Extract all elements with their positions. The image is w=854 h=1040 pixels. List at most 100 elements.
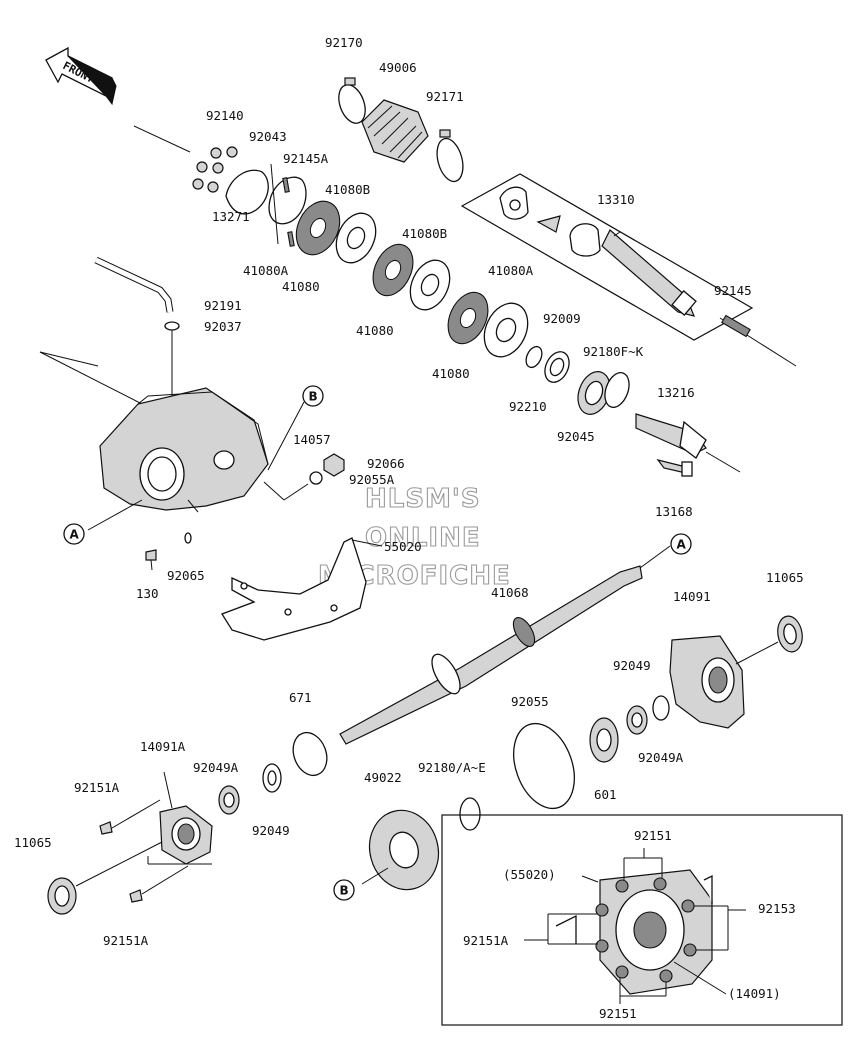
cam-plate-icon [225,169,269,215]
label-92049a-right: 92049A [638,750,684,765]
part-labels: 92170 49006 92171 92140 92043 92145A 410… [14,35,804,1021]
label-130: 130 [136,586,159,601]
label-inset-92151-bottom: 92151 [599,1006,637,1021]
steel-balls-icon [192,146,238,193]
ring-gear-group [361,809,440,891]
label-92180fk: 92180F~K [583,344,644,359]
label-41080-3: 41080 [432,366,470,381]
long-shaft-icon [339,565,643,745]
label-49006: 49006 [379,60,417,75]
label-13310: 13310 [597,192,635,207]
clamp-92171-icon [436,137,464,183]
label-49022: 49022 [364,770,402,785]
label-92055: 92055 [511,694,549,709]
callout-a-shaft: A [670,533,692,555]
o-ring-92055-icon [513,722,575,810]
label-92055a: 92055A [349,472,395,487]
label-92191: 92191 [204,298,242,313]
label-14057: 14057 [293,432,331,447]
label-92049a-left: 92049A [193,760,239,775]
label-92151a-1: 92151A [74,780,120,795]
gear-case-icon [99,387,269,511]
label-92140: 92140 [206,108,244,123]
svg-text:B: B [340,884,349,898]
label-55020: 55020 [384,539,422,554]
label-92049-right: 92049 [613,658,651,673]
o-ring-671-icon [292,731,328,777]
watermark-line-2: ONLINE [365,523,481,553]
label-41080-2: 41080 [356,323,394,338]
yoke-icon [569,223,601,257]
label-92210: 92210 [509,399,547,414]
svg-text:A: A [677,538,687,552]
shim-icon [604,372,630,408]
label-92045: 92045 [557,429,595,444]
drain-plug-icon [323,453,345,477]
watermark-line-1: HLSM'S [365,484,481,514]
label-inset-92151a: 92151A [463,933,509,948]
o-ring-92037-icon [164,321,180,331]
bolt-92151a-1-icon [99,821,113,835]
right-housing-group [459,615,803,831]
bolt-92151a-2-icon [129,889,143,903]
spring-icon [721,314,751,338]
callout-b-top: B [302,385,324,407]
label-41080a-2: 41080A [488,263,534,278]
label-92049-left: 92049 [252,823,290,838]
label-41080b-2: 41080B [402,226,447,241]
label-92066: 92066 [367,456,405,471]
bracket-group [221,537,383,641]
svg-text:B: B [309,390,318,404]
label-41080b-1: 41080B [325,182,370,197]
drive-shaft-group [339,545,671,745]
bracket-icon [221,537,367,641]
label-13168: 13168 [655,504,693,519]
boot-group [338,77,464,183]
inset-detail [441,814,843,1026]
label-92171: 92171 [426,89,464,104]
label-11065-right: 11065 [766,570,804,585]
label-41080-1: 41080 [282,279,320,294]
left-housing-group [47,771,213,915]
label-671: 671 [289,690,312,705]
seal-icon [525,345,543,369]
front-arrow-icon: FRONT [45,46,117,106]
label-92043: 92043 [249,129,287,144]
label-92151a-2: 92151A [103,933,149,948]
label-13271: 13271 [212,209,250,224]
label-92145a: 92145A [283,151,329,166]
pinion-group [635,413,741,477]
label-92065: 92065 [167,568,205,583]
inset-frame [441,814,843,1026]
label-inset-92151-top: 92151 [634,828,672,843]
bolt-130-icon [145,549,157,561]
shim-92180-icon [459,797,481,831]
label-92009: 92009 [543,311,581,326]
label-inset-55020: (55020) [503,867,556,882]
u-joint-cross-icon [536,215,561,233]
label-inset-14091: (14091) [728,986,781,1001]
label-92180ae: 92180/A~E [418,760,486,775]
label-13216: 13216 [657,385,695,400]
washer-92065-icon [184,532,192,544]
gasket-92055a-icon [309,471,323,485]
label-41080a-1: 41080A [243,263,289,278]
label-14091: 14091 [673,589,711,604]
gear-case-group [39,351,345,571]
label-92145: 92145 [714,283,752,298]
clutch-pack-group [133,125,630,415]
label-92170: 92170 [325,35,363,50]
breather-hose-group [94,256,180,404]
callout-b-gear: B [333,879,355,901]
label-14091a: 14091A [140,739,186,754]
label-inset-92153: 92153 [758,901,796,916]
svg-text:A: A [70,528,80,542]
label-41068: 41068 [491,585,529,600]
label-601: 601 [594,787,617,802]
washer-92049a-icon [652,695,670,721]
callout-a-top: A [63,523,85,545]
driveshaft-group [460,173,797,367]
label-92037: 92037 [204,319,242,334]
